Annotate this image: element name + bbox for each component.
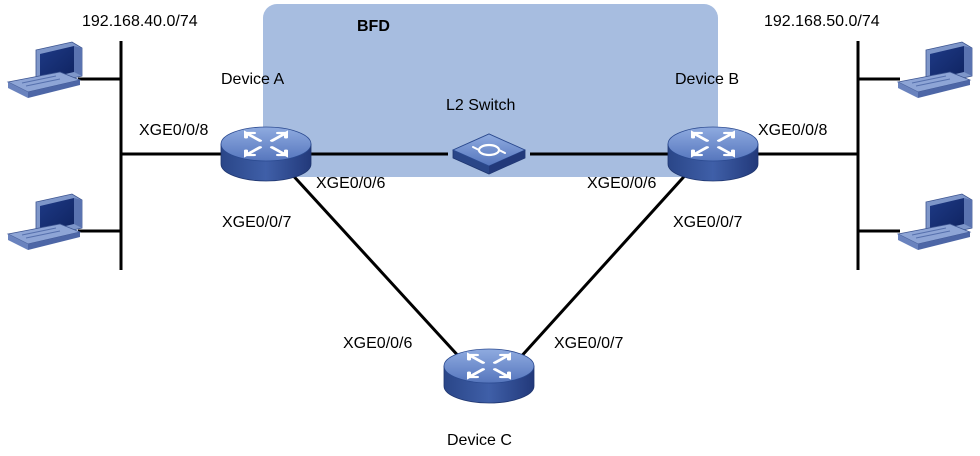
computer-icon [7, 41, 83, 99]
router-icon [442, 347, 536, 405]
bfd-region [263, 4, 718, 177]
iface-b-c: XGE0/0/7 [673, 214, 742, 231]
router-icon [219, 125, 313, 183]
link-b-c [516, 168, 692, 362]
iface-c-a: XGE0/0/6 [343, 335, 412, 352]
subnet-left-label: 192.168.40.0/74 [82, 13, 198, 30]
iface-c-b: XGE0/0/7 [554, 335, 623, 352]
lan-right [755, 41, 900, 270]
router-icon [666, 125, 760, 183]
iface-a-switch: XGE0/0/6 [316, 175, 385, 192]
switch-label: L2 Switch [446, 97, 515, 114]
device-a-label: Device A [221, 71, 284, 88]
computer-icon [897, 193, 973, 251]
link-a-c [286, 168, 464, 362]
bfd-title: BFD [357, 18, 390, 35]
iface-a-c: XGE0/0/7 [222, 214, 291, 231]
device-b-label: Device B [675, 71, 739, 88]
device-c-label: Device C [447, 432, 512, 449]
iface-b-lan: XGE0/0/8 [758, 122, 827, 139]
computer-icon [897, 41, 973, 99]
lan-left [78, 41, 225, 270]
computer-icon [7, 193, 83, 251]
subnet-right-label: 192.168.50.0/74 [764, 13, 880, 30]
links [286, 152, 692, 362]
iface-a-lan: XGE0/0/8 [139, 122, 208, 139]
iface-b-switch: XGE0/0/6 [587, 175, 656, 192]
